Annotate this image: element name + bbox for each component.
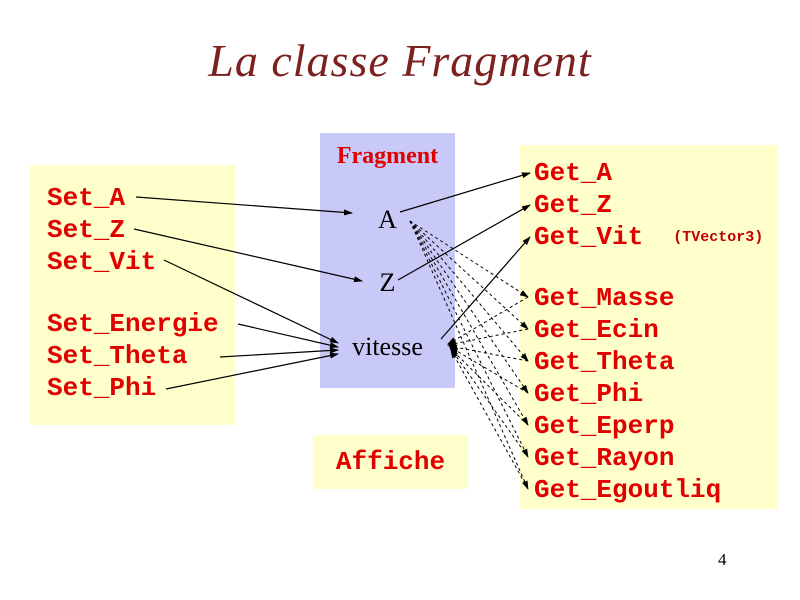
setter-set-phi: Set_Phi [47,373,157,403]
getter-get-ecin: Get_Ecin [534,315,659,345]
page-number: 4 [718,550,727,569]
setter-set-vit: Set_Vit [47,247,157,277]
getter-get-vit: Get_Vit [534,222,644,252]
setter-set-theta: Set_Theta [47,341,188,371]
dashed-get-theta-to-vitesse [448,344,529,362]
getters-box: Get_A Get_Z Get_Vit(TVector3) Get_Masse … [520,145,778,509]
getter-get-rayon: Get_Rayon [534,443,675,473]
setter-set-z: Set_Z [47,215,126,245]
getter-get-vit-row: Get_Vit (TVector3) [534,221,778,254]
getter-get-phi: Get_Phi [534,379,644,409]
getter-get-a: Get_A [534,158,613,188]
attribute-z: Z [379,268,396,297]
getter-get-masse: Get_Masse [534,283,675,313]
dashed-get-ecin-to-vitesse [447,328,529,347]
affiche-label: Affiche [335,447,446,477]
getter-get-z: Get_Z [534,190,613,220]
affiche-box: Affiche [313,435,468,489]
dashed-get-phi-to-vitesse [449,346,529,394]
dashed-get-eperp-to-vitesse [449,347,529,426]
slide-title: La classe Fragment [208,35,592,86]
setter-set-energie: Set_Energie [47,309,219,339]
attribute-vitesse: vitesse [352,332,423,361]
getter-get-egoutliq: Get_Egoutliq [534,475,722,505]
getter-get-eperp: Get_Eperp [534,411,675,441]
getter-get-theta: Get_Theta [534,347,675,377]
fragment-class-box: Fragment A Z vitesse [320,133,455,388]
setter-set-a: Set_A [47,183,126,213]
dashed-get-masse-to-vitesse [447,296,529,345]
tvector3-annotation: (TVector3) [673,229,764,246]
attribute-a: A [378,205,397,234]
setters-box: Set_A Set_Z Set_Vit Set_Energie Set_Thet… [30,165,235,425]
fragment-class-name: Fragment [336,143,439,169]
